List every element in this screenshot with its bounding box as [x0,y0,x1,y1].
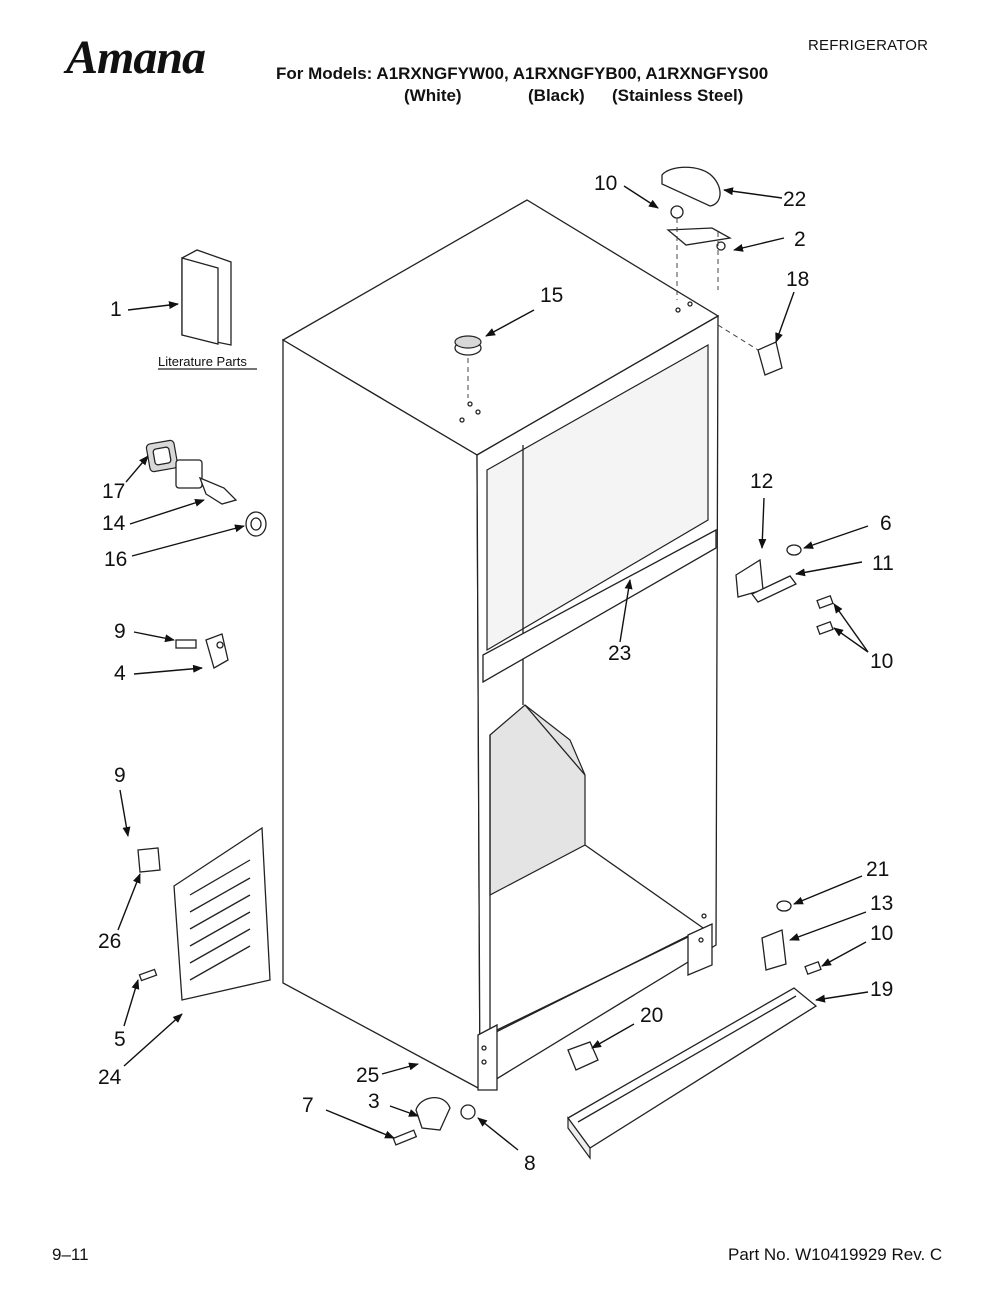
callout-9: 9 [114,620,126,643]
callout-13: 13 [870,892,893,915]
door-stop-15 [454,335,482,398]
leveling-assembly-3-7-8 [392,1097,476,1146]
callout-19: 19 [870,978,893,1001]
callout-5: 5 [114,1028,126,1051]
callout-11: 11 [872,552,894,575]
literature-parts-1: Literature Parts [158,249,257,370]
callout-14: 14 [102,512,126,535]
page-number: 9–11 [52,1245,89,1264]
callout-18: 18 [786,268,809,291]
base-grille-19 [567,987,818,1160]
callout-9b: 9 [114,764,126,787]
brand-logo: Amana [66,31,206,84]
part-number: Part No. W10419929 Rev. C [728,1245,943,1264]
literature-caption: Literature Parts [158,354,247,369]
callout-17: 17 [102,480,125,503]
callout-1: 1 [110,298,122,321]
top-hinge-2 [666,227,732,246]
callout-25: 25 [356,1064,379,1087]
variant-white: (White) [404,86,462,105]
cabinet-25 [281,199,720,1091]
callout-10: 10 [594,172,617,195]
leader-lines [117,185,869,1151]
callout-15: 15 [540,284,563,307]
callout-20: 20 [640,1004,663,1027]
bracket-4 [175,633,229,669]
plug-18 [757,341,783,376]
callout-22: 22 [783,188,806,211]
callout-7: 7 [302,1094,314,1117]
clip-20 [567,1041,599,1071]
valve-assembly-14-17-16 [145,439,267,537]
variant-black: (Black) [528,86,585,105]
models-line: For Models: A1RXNGFYW00, A1RXNGFYB00, A1… [276,64,769,83]
category-label: REFRIGERATOR [808,37,929,54]
callout-21: 21 [866,858,889,881]
hinge-bracket-12-11 [735,544,834,635]
callout-16: 16 [104,548,127,571]
callout-26: 26 [98,930,121,953]
callout-3: 3 [368,1090,380,1113]
hinge-cover-22 [661,166,721,207]
callout-23: 23 [608,642,631,665]
callout-10b: 10 [870,650,893,673]
callout-6: 6 [880,512,892,535]
cross-rail-23 [482,528,717,684]
callout-8: 8 [524,1152,536,1175]
grille-24 [137,826,271,1001]
callout-2: 2 [794,228,806,251]
variant-stainless: (Stainless Steel) [612,86,744,105]
callout-12: 12 [750,470,773,493]
callout-10c: 10 [870,922,893,945]
callout-numbers: 10 22 2 18 1 15 17 14 16 12 6 11 10 23 9… [98,172,894,1175]
callout-4: 4 [114,662,126,685]
bottom-hinge-13 [761,900,822,975]
callout-24: 24 [98,1066,122,1089]
